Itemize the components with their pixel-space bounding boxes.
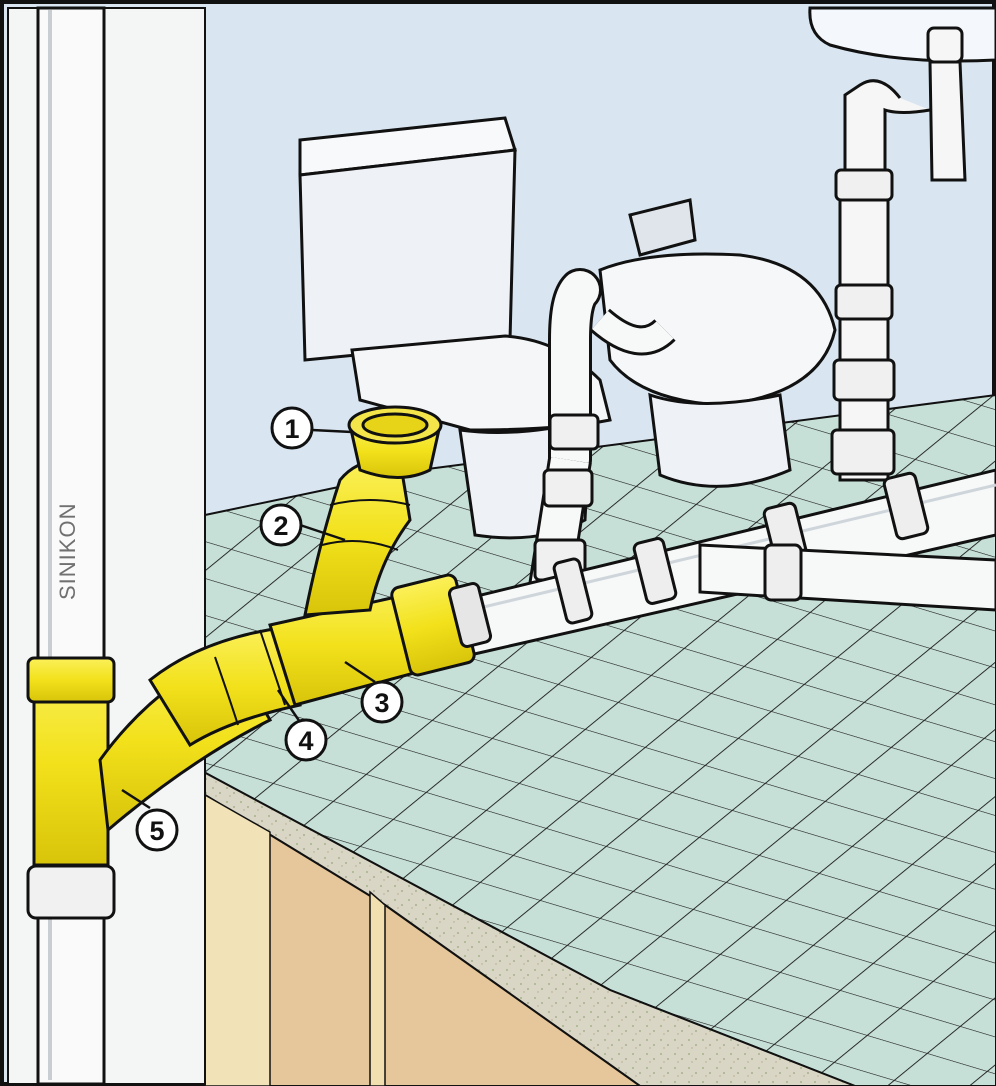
basin-tailpiece — [928, 28, 962, 62]
joist-left — [205, 795, 270, 1086]
callout-4: 4 — [286, 720, 326, 760]
callout-4-number: 4 — [298, 726, 313, 756]
toilet-connector — [349, 407, 441, 478]
brand-label: SINIKON — [55, 503, 80, 600]
callout-5: 5 — [137, 810, 177, 850]
callout-3: 3 — [362, 682, 402, 722]
callout-1-number: 1 — [284, 414, 299, 444]
basin-trap — [930, 62, 965, 180]
callout-2: 2 — [261, 505, 301, 545]
callout-1: 1 — [272, 408, 312, 448]
joist-right — [370, 892, 385, 1086]
callout-2-number: 2 — [273, 511, 288, 541]
callout-5-number: 5 — [149, 816, 164, 846]
callout-3-number: 3 — [374, 688, 389, 718]
